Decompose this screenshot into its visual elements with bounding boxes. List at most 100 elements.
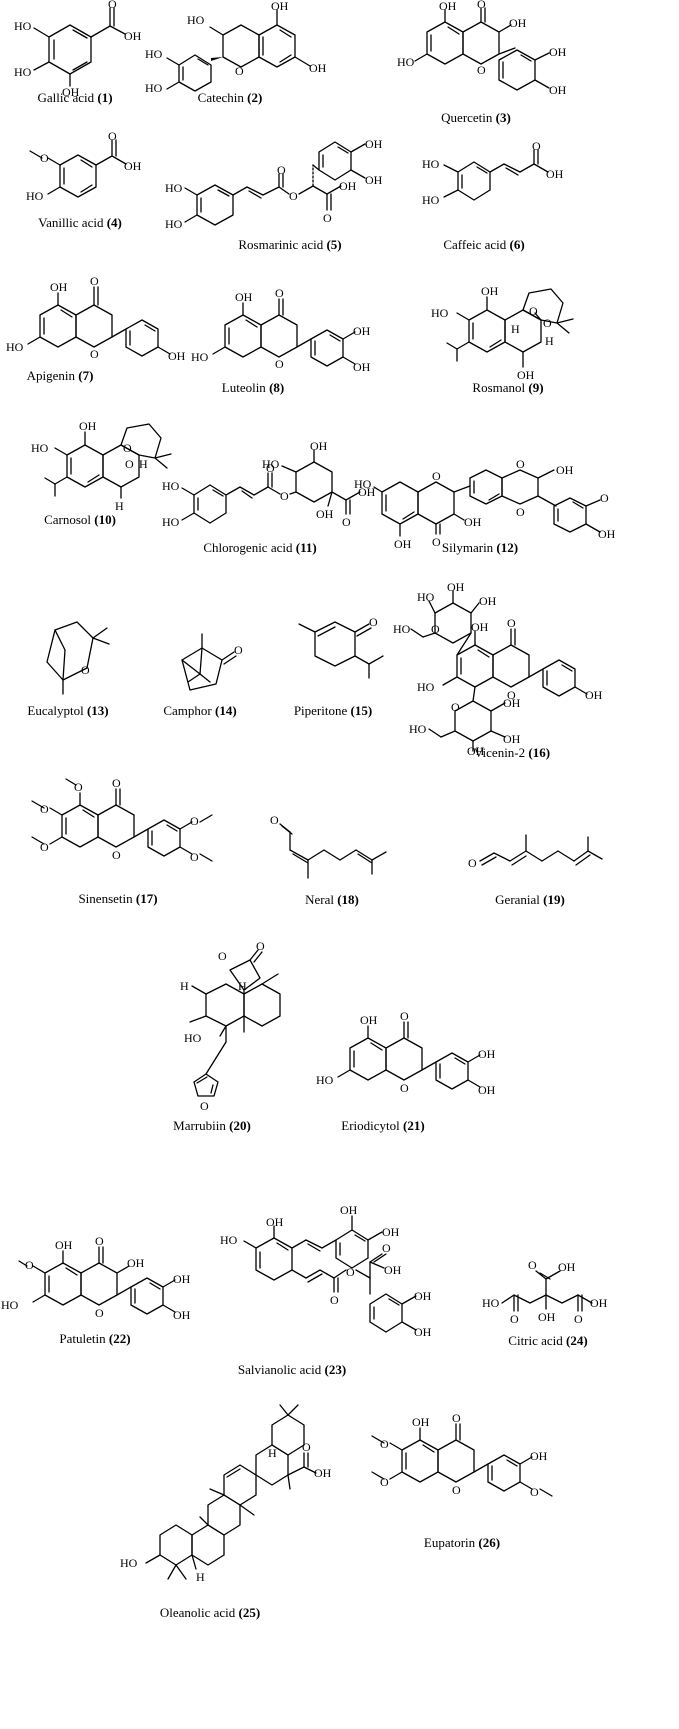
compound-label: Neral (18) [305,892,359,907]
svg-text:OH: OH [127,1256,145,1270]
svg-text:O: O [600,491,609,505]
compound-label: Vicenin-2 (16) [473,745,551,760]
svg-text:OH: OH [556,463,574,477]
svg-text:O: O [40,151,49,165]
svg-text:O: O [125,457,134,471]
svg-text:O: O [516,457,525,471]
svg-text:O: O [330,1293,339,1307]
structure-rosmarinic-acid: HO HO O O O OH OH OH [165,130,405,240]
svg-text:OH: OH [316,507,334,521]
svg-text:OH: OH [358,485,376,499]
structure-quercetin: OH O OH HO O OH OH [397,0,575,110]
compound-label: Silymarin (12) [441,540,519,555]
svg-text:HO: HO [26,189,44,203]
svg-text:O: O [516,505,525,519]
svg-text:O: O [530,1485,539,1499]
svg-text:HO: HO [482,1296,500,1310]
structure-rosmanol: OH HO O O H H OH [431,284,595,390]
svg-text:OH: OH [55,1238,73,1252]
compound-label: Eupatorin (26) [423,1535,501,1550]
svg-text:OH: OH [124,29,142,43]
svg-text:OH: OH [439,0,457,13]
svg-text:OH: OH [479,594,497,608]
svg-text:O: O [477,63,486,77]
structure-piperitone: O [285,610,395,695]
svg-text:OH: OH [384,1263,402,1277]
svg-text:OH: OH [414,1289,432,1303]
compound-label: Oleanolic acid (25) [159,1605,261,1620]
compound-label: Chlorogenic acid (11) [203,540,317,555]
svg-text:OH: OH [558,1260,576,1274]
svg-text:O: O [275,286,284,300]
svg-text:HO: HO [14,65,32,79]
svg-text:HO: HO [409,722,427,736]
svg-text:O: O [280,489,289,503]
compound-label: Quercetin (3) [441,110,511,125]
svg-text:OH: OH [503,732,521,746]
svg-text:O: O [218,949,227,963]
svg-text:O: O [432,469,441,483]
svg-text:OH: OH [314,1466,332,1480]
svg-text:OH: OH [585,688,603,702]
svg-text:HO: HO [422,157,440,171]
svg-text:O: O [369,615,378,629]
svg-text:OH: OH [530,1449,548,1463]
svg-text:OH: OH [517,368,535,382]
svg-text:HO: HO [262,457,280,471]
svg-text:O: O [190,814,199,828]
compound-label: Eucalyptol (13) [27,703,109,718]
compound-label: Vanillic acid (4) [38,215,122,230]
compound-label: Luteolin (8) [221,380,285,395]
compound-label: Apigenin (7) [26,368,94,383]
structure-sinensetin: O O O O O O O [20,775,240,885]
svg-text:O: O [543,316,552,330]
svg-text:OH: OH [235,290,253,304]
structure-marrubiin: O O H H HO O [160,939,300,1125]
svg-text:OH: OH [478,1047,496,1061]
structure-apigenin: OH O HO O OH [6,265,186,380]
svg-text:O: O [190,850,199,864]
svg-text:O: O [452,1411,461,1425]
svg-text:OH: OH [412,1415,430,1429]
svg-text:O: O [342,515,351,529]
svg-text:O: O [108,0,117,11]
svg-text:O: O [432,535,441,549]
svg-text:O: O [277,163,286,177]
svg-text:OH: OH [365,137,383,151]
svg-text:HO: HO [316,1073,334,1087]
svg-text:O: O [528,1258,537,1272]
compound-label: Gallic acid (1) [37,90,113,105]
svg-text:HO: HO [397,55,415,69]
svg-text:H: H [268,1446,277,1460]
svg-text:O: O [25,1258,34,1272]
structure-patuletin: OH O OH O HO O OH OH [1,1234,191,1345]
svg-text:O: O [510,1312,519,1326]
svg-text:HO: HO [1,1298,19,1312]
svg-text:HO: HO [165,181,183,195]
svg-text:O: O [400,1081,409,1095]
svg-text:OH: OH [339,179,357,193]
svg-text:O: O [235,64,244,78]
structure-eriodicytol: OH O HO O OH OH [316,1009,505,1115]
svg-text:O: O [477,0,486,11]
svg-text:OH: OH [382,1225,400,1239]
svg-text:H: H [196,1570,205,1584]
structure-vicenin-2: HO OH OH OH O HO O HO O OH OH OH O HO OH [393,580,655,758]
svg-text:O: O [380,1475,389,1489]
structure-silymarin: HO O O OH OH O O OH O OH [354,457,650,555]
svg-text:OH: OH [124,159,142,173]
structure-eupatorin: OH O O O O OH O [360,1410,560,1525]
svg-text:O: O [452,1483,461,1497]
svg-text:HO: HO [191,350,209,364]
svg-text:OH: OH [546,167,564,181]
svg-text:O: O [289,189,298,203]
svg-text:O: O [90,347,99,361]
svg-text:HO: HO [31,441,49,455]
svg-text:OH: OH [447,580,465,594]
compound-label: Sinensetin (17) [78,891,158,906]
svg-text:OH: OH [365,173,383,187]
svg-text:OH: OH [590,1296,608,1310]
svg-text:HO: HO [431,306,449,320]
svg-text:O: O [431,622,440,636]
svg-text:HO: HO [417,680,435,694]
